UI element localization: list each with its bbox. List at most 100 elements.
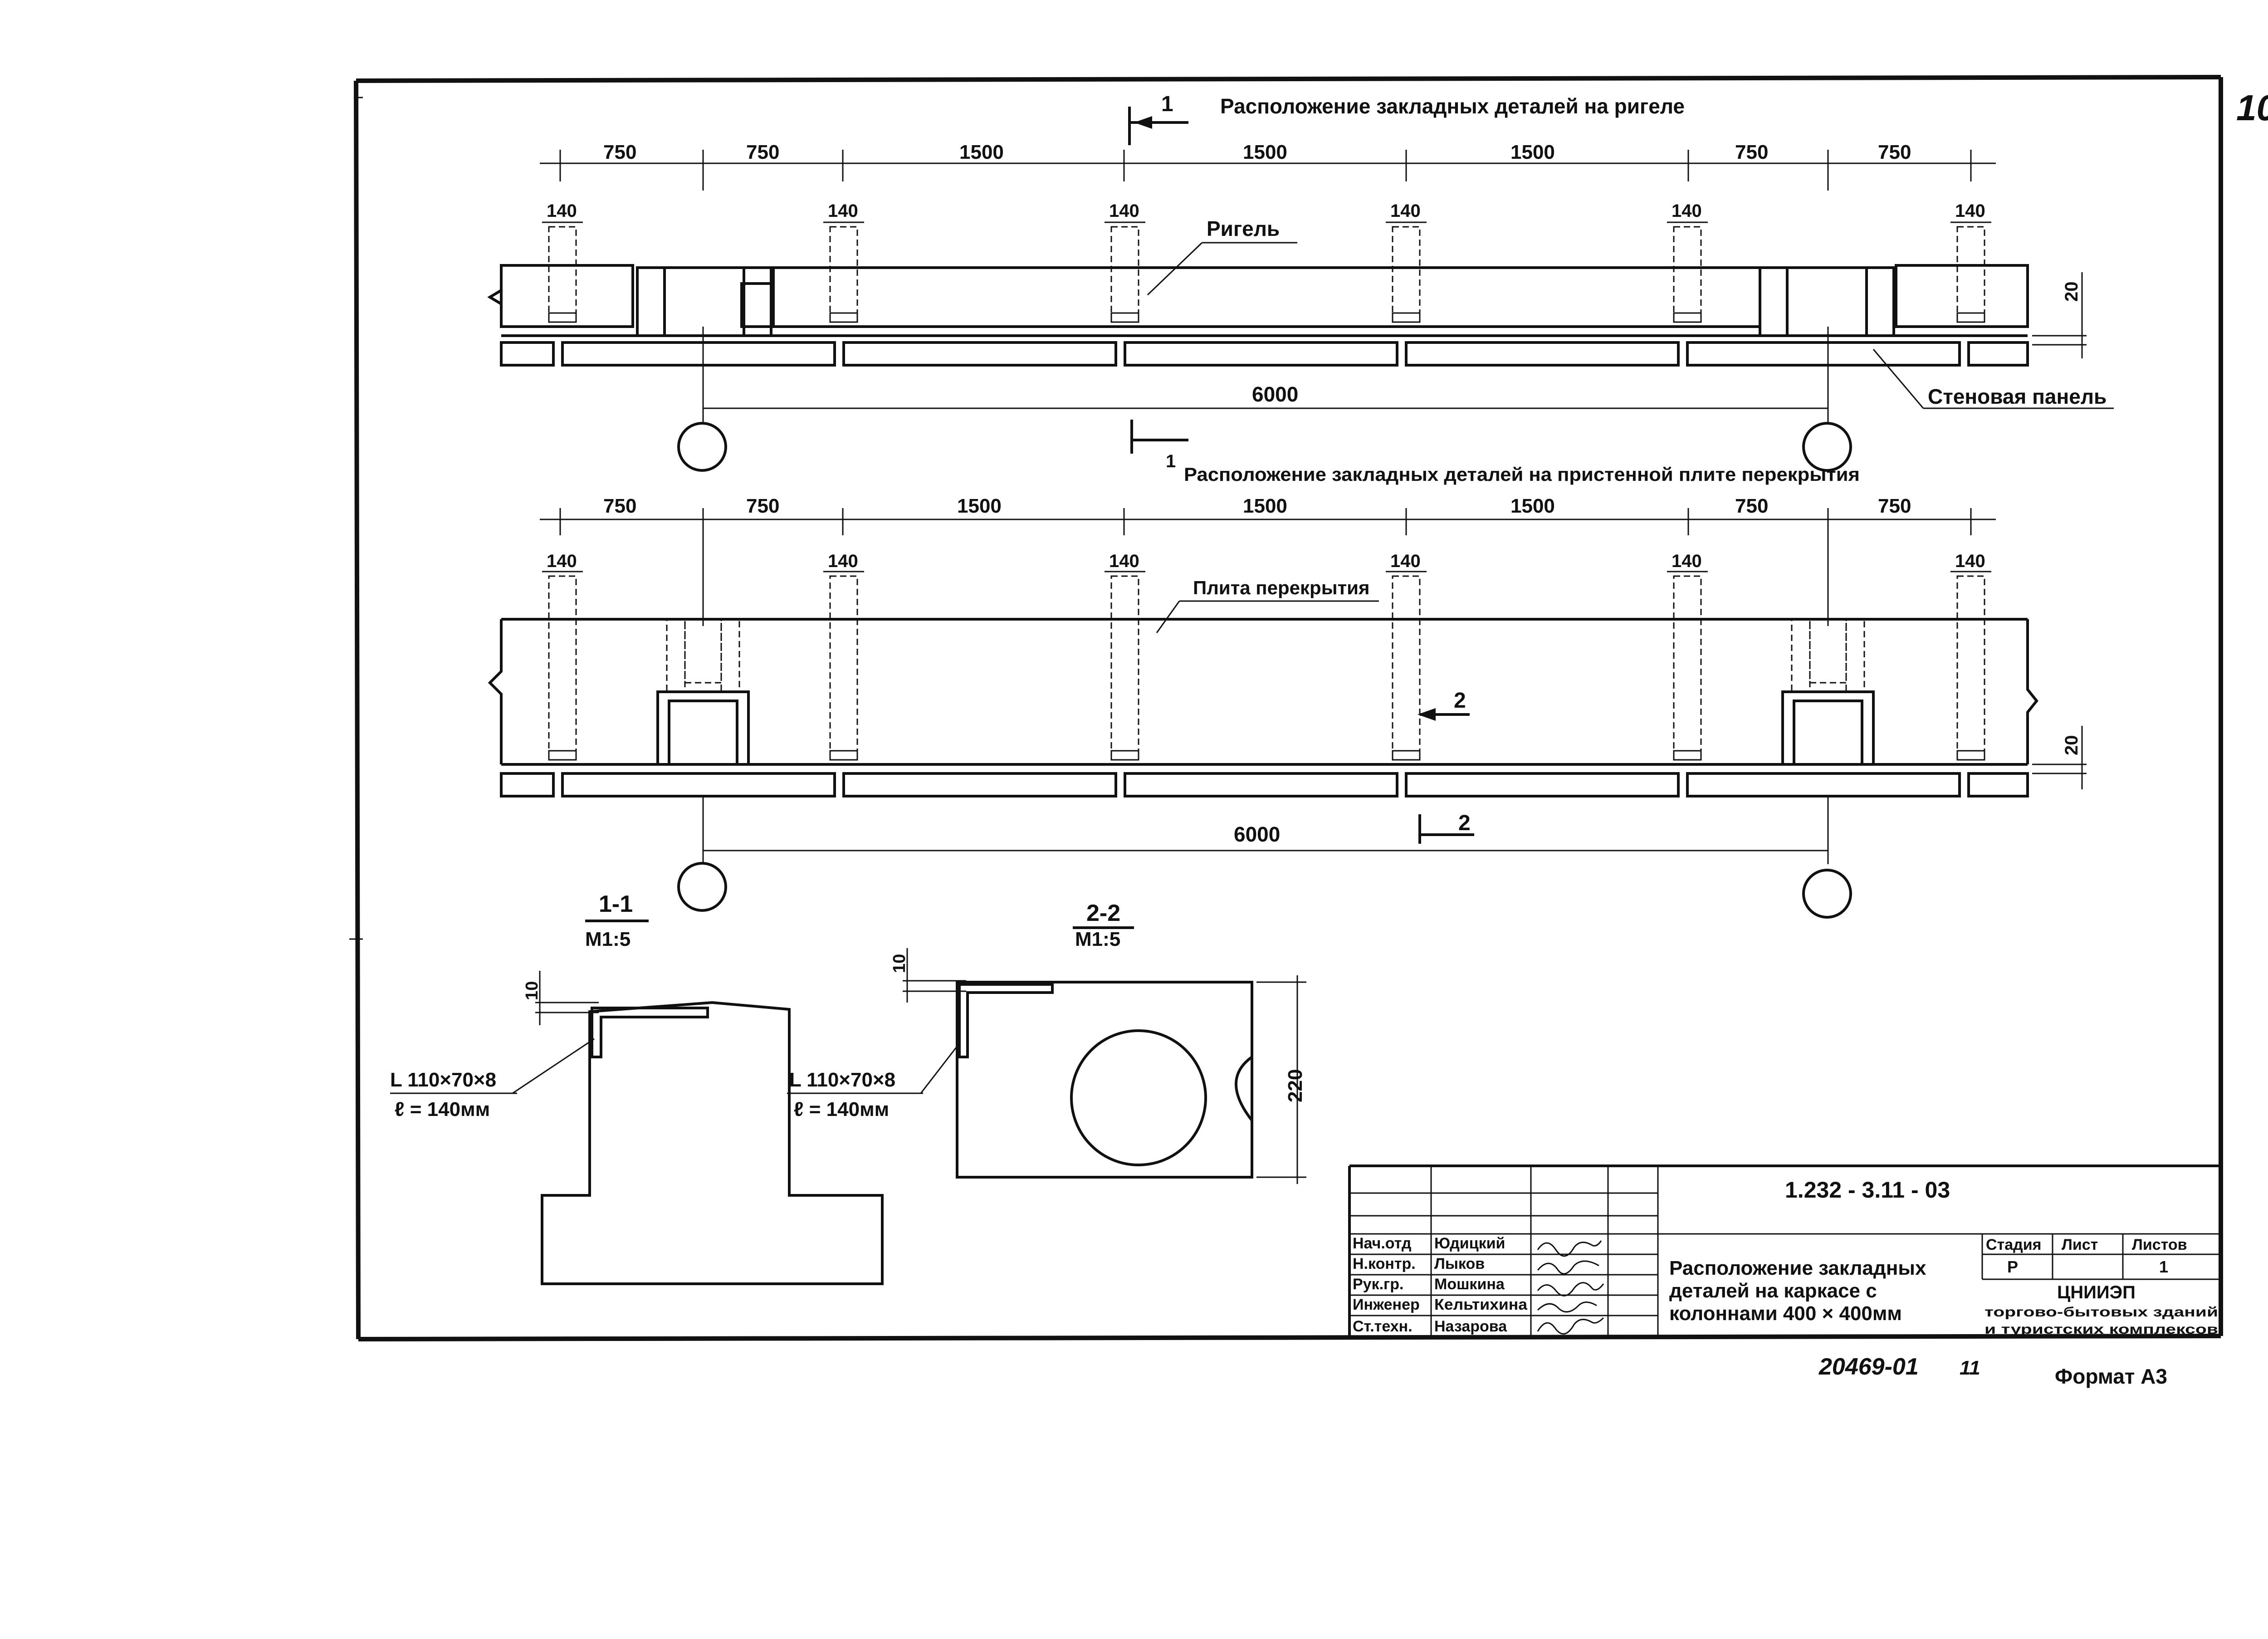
plan1-dim-3: 1500	[959, 141, 1004, 163]
plan2-detail-5: 140	[1672, 551, 1702, 571]
rigel-beams	[487, 264, 2029, 337]
plan2-detail-3: 140	[1109, 551, 1139, 571]
section2-dim-height: 220	[1284, 1069, 1306, 1102]
drawing-title-line1: Расположение закладных	[1669, 1257, 1926, 1279]
plan1-detail-dims: 140 140 140 140 140 140	[542, 201, 1991, 223]
section2-angle	[958, 983, 1054, 1058]
drawing-title-line3: колоннами 400 × 400мм	[1669, 1302, 1902, 1325]
axis-marker-2b	[1802, 869, 1852, 919]
tb-name-3: Мошкина	[1434, 1276, 1505, 1293]
section2-angle-length: ℓ = 140мм	[794, 1098, 889, 1120]
plan2-detail-1: 140	[547, 551, 577, 571]
tb-role-2: Н.контр.	[1353, 1255, 1416, 1272]
plan1-detail-5: 140	[1672, 201, 1702, 221]
tb-role-5: Ст.техн.	[1353, 1318, 1413, 1335]
callout-slab: Плита перекрытия	[1193, 577, 1369, 598]
sheet-number: 10	[2236, 88, 2268, 128]
floor-slab	[488, 618, 2038, 766]
column-right	[1781, 618, 1875, 766]
section-1-mark-bottom-label: 1	[1166, 451, 1176, 471]
tb-role-3: Рук.гр.	[1353, 1276, 1403, 1293]
plan1-dim-7: 750	[1878, 141, 1911, 163]
sheets-value: 1	[2159, 1257, 2168, 1276]
tb-name-4: Кельтихина	[1434, 1296, 1528, 1313]
sheets-header: Листов	[2132, 1236, 2187, 1253]
plan1-detail-6: 140	[1955, 201, 1985, 221]
inventory-number: 20469-01	[1818, 1354, 1919, 1380]
plan2-dim-4: 1500	[1243, 495, 1287, 517]
plan1-dim-1: 750	[603, 141, 636, 163]
section-2-mark-top-label: 2	[1454, 689, 1466, 713]
plan1-dim-6: 750	[1735, 141, 1768, 163]
section1-title: 1-1	[599, 891, 633, 917]
section2-dim-top: 10	[890, 954, 909, 973]
plan1-detail-2: 140	[828, 201, 858, 221]
plan2-detail-6: 140	[1955, 551, 1985, 571]
drawing-title-line2: деталей на каркасе с	[1669, 1280, 1877, 1302]
section1-angle-length: ℓ = 140мм	[395, 1098, 490, 1120]
plan1-title: Расположение закладных деталей на ригеле	[1220, 94, 1685, 118]
section2-side-void	[1235, 1054, 1253, 1125]
plan2-dim-3: 1500	[957, 495, 1002, 517]
callout-wall-panel: Стеновая панель	[1928, 385, 2107, 408]
plan1-height-dim: 20	[2062, 282, 2082, 302]
sheet-header: Лист	[2062, 1236, 2098, 1253]
plan-rigel: 1 Расположение закладных деталей на риге…	[487, 92, 2114, 472]
title-block: 1.232 - 3.11 - 03 Нач.отд Юдицкий Н.конт…	[1348, 1164, 2221, 1338]
stage-header: Стадия	[1986, 1236, 2041, 1253]
org-line3: и туристских комплексов	[1984, 1322, 2218, 1337]
plan1-dim-5: 1500	[1510, 141, 1555, 163]
wall-panels-2	[500, 772, 2029, 797]
axis-marker-1b	[1802, 422, 1852, 472]
plan2-dim-7: 750	[1878, 495, 1911, 517]
section-1-mark-top-label: 1	[1161, 92, 1173, 116]
plan2-overall-dim: 6000	[1234, 822, 1280, 846]
org-line1: ЦНИИЭП	[2057, 1282, 2136, 1302]
section2-angle-profile: L 110×70×8	[789, 1069, 895, 1091]
section-2-mark-bottom-label: 2	[1458, 811, 1471, 835]
tb-role-1: Нач.отд	[1353, 1235, 1412, 1252]
section1-scale: М1:5	[585, 928, 631, 950]
plan2-dim-5: 1500	[1510, 495, 1555, 517]
wall-panels-1	[500, 334, 2029, 367]
plan2-detail-2: 140	[828, 551, 858, 571]
plan1-dim-2: 750	[746, 141, 779, 163]
tb-name-2: Лыков	[1434, 1255, 1485, 1272]
plan2-height-dim: 20	[2062, 735, 2082, 756]
section2-scale: М1:5	[1075, 928, 1120, 950]
doc-code: 1.232 - 3.11 - 03	[1785, 1177, 1950, 1203]
org-line2: торгово-бытовых зданий	[1984, 1305, 2218, 1320]
sheet-frame	[349, 75, 2223, 1341]
plan1-overall-dim: 6000	[1252, 382, 1298, 406]
signatures	[1537, 1240, 1604, 1335]
column-left	[656, 618, 750, 766]
section-2-2: 2-2 М1:5 10 220 L 110×70×8 ℓ = 140мм	[787, 900, 1306, 1184]
plan1-dim-4: 1500	[1243, 141, 1287, 163]
section2-slab	[956, 981, 1253, 1179]
plan1-embedded-details	[548, 226, 1985, 323]
tb-name-1: Юдицкий	[1434, 1235, 1505, 1252]
plan-slab: Расположение закладных деталей на присте…	[488, 464, 2087, 919]
tb-role-4: Инженер	[1353, 1296, 1420, 1313]
plan2-detail-4: 140	[1390, 551, 1421, 571]
paper-format: Формат А3	[2055, 1365, 2167, 1388]
axis-marker-2a	[677, 862, 727, 912]
plan2-detail-dims: 140 140 140 140 140 140	[542, 551, 1991, 572]
plan2-dim-6: 750	[1735, 495, 1768, 517]
plan2-title: Расположение закладных деталей на присте…	[1184, 464, 1860, 485]
plan1-detail-1: 140	[547, 201, 577, 221]
section2-title: 2-2	[1086, 900, 1120, 926]
plan2-embedded-details	[548, 575, 1985, 761]
section-1-1: 1-1 М1:5 10 L 110×70×8 ℓ = 140мм	[390, 891, 884, 1285]
plan2-dim-2: 750	[746, 495, 779, 517]
callout-rigel: Ригель	[1207, 217, 1280, 240]
section2-void	[1070, 1029, 1207, 1166]
section1-dim-top: 10	[523, 981, 542, 1000]
section1-angle	[591, 1007, 709, 1058]
plan1-detail-3: 140	[1109, 201, 1139, 221]
axis-marker-1a	[677, 422, 727, 472]
stage-value: Р	[2007, 1257, 2018, 1276]
section1-angle-profile: L 110×70×8	[390, 1069, 496, 1091]
page-number: 11	[1960, 1357, 1980, 1379]
